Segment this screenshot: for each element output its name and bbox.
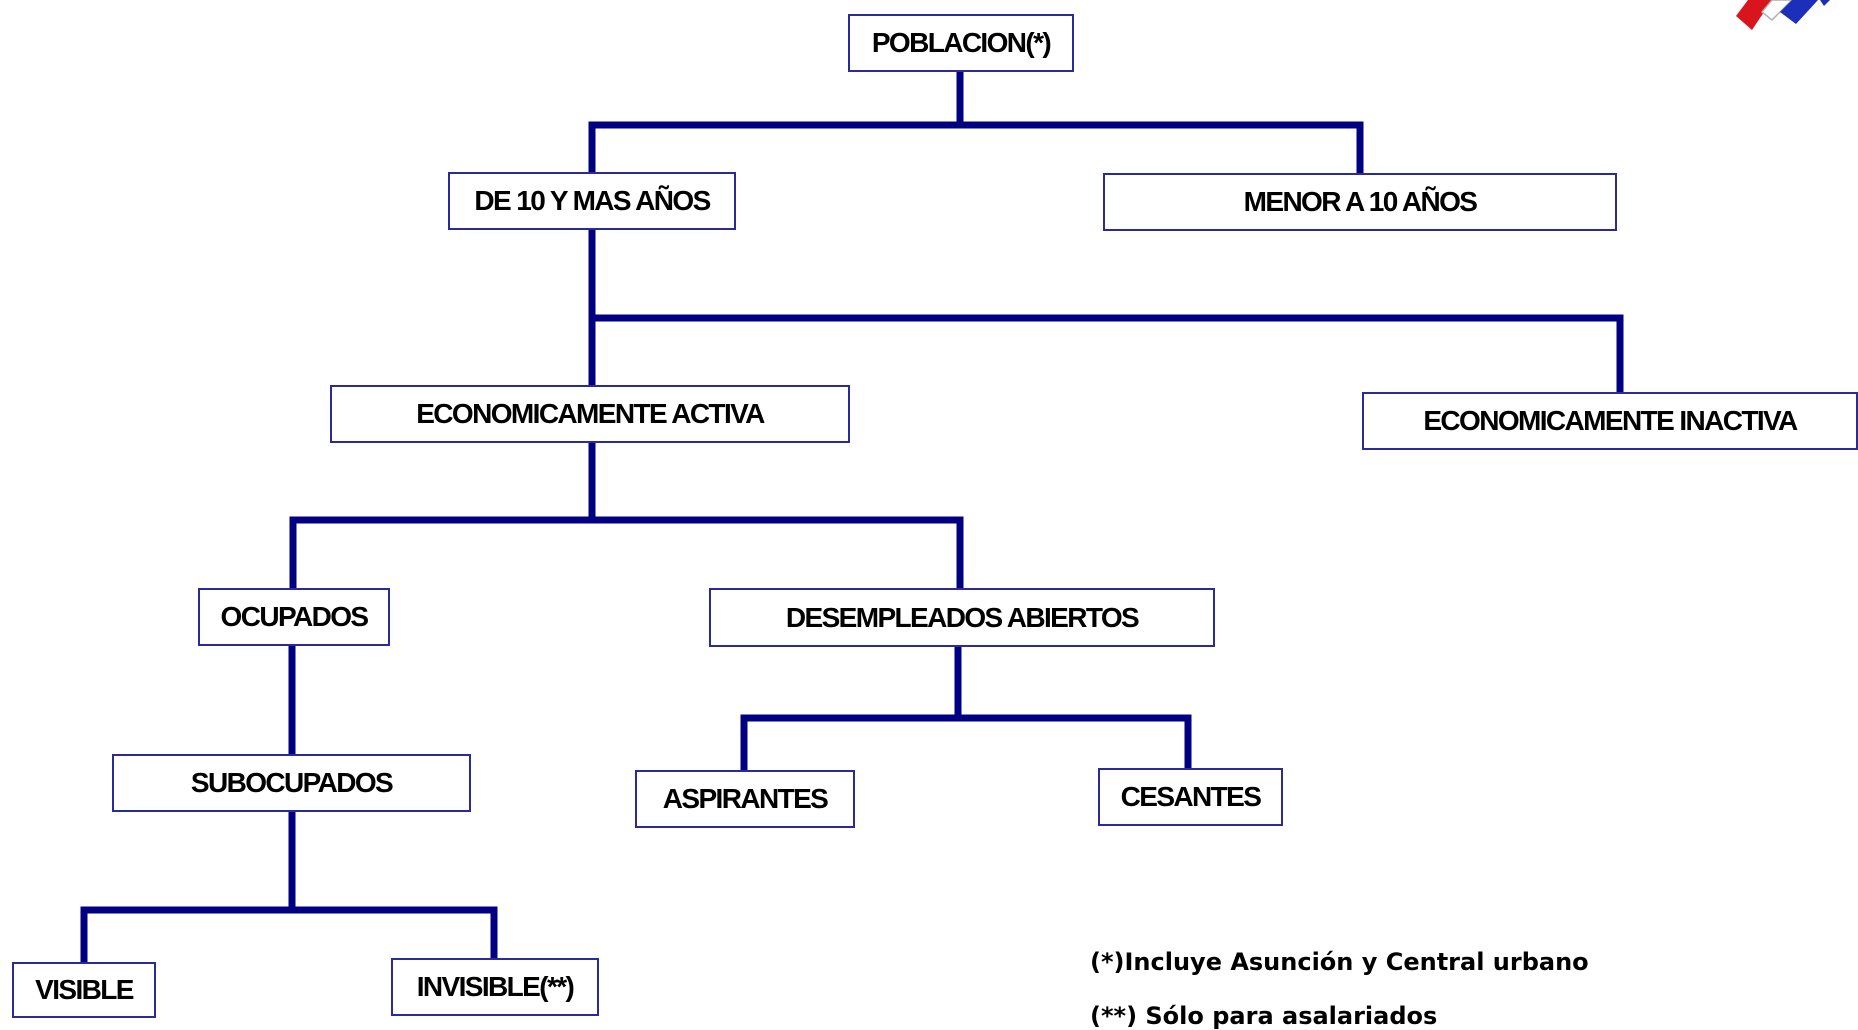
node-de-10-y-mas: DE 10 Y MAS AÑOS <box>448 172 736 230</box>
connector-activa <box>289 439 964 591</box>
node-menor-a-10: MENOR A 10 AÑOS <box>1103 173 1617 231</box>
node-cesantes: CESANTES <box>1098 768 1283 826</box>
connector-desempleados <box>740 643 1192 774</box>
node-subocupados: SUBOCUPADOS <box>112 754 471 812</box>
connector-de10 <box>588 226 1624 396</box>
logo-icon <box>1736 0 1830 30</box>
footnote-poblacion: (*)Incluye Asunción y Central urbano <box>1090 948 1589 976</box>
node-economicamente-inactiva: ECONOMICAMENTE INACTIVA <box>1362 392 1858 450</box>
node-poblacion: POBLACION(*) <box>848 14 1074 72</box>
node-desempleados-abiertos: DESEMPLEADOS ABIERTOS <box>709 588 1215 647</box>
connector-subocupados <box>80 808 498 966</box>
node-invisible: INVISIBLE(**) <box>391 958 599 1016</box>
connector-poblacion <box>588 68 1364 177</box>
footnote-invisible: (**) Sólo para asalariados <box>1090 1002 1438 1030</box>
node-economicamente-activa: ECONOMICAMENTE ACTIVA <box>330 385 850 443</box>
node-ocupados: OCUPADOS <box>198 588 390 646</box>
node-aspirantes: ASPIRANTES <box>635 770 855 828</box>
node-visible: VISIBLE <box>12 962 156 1018</box>
